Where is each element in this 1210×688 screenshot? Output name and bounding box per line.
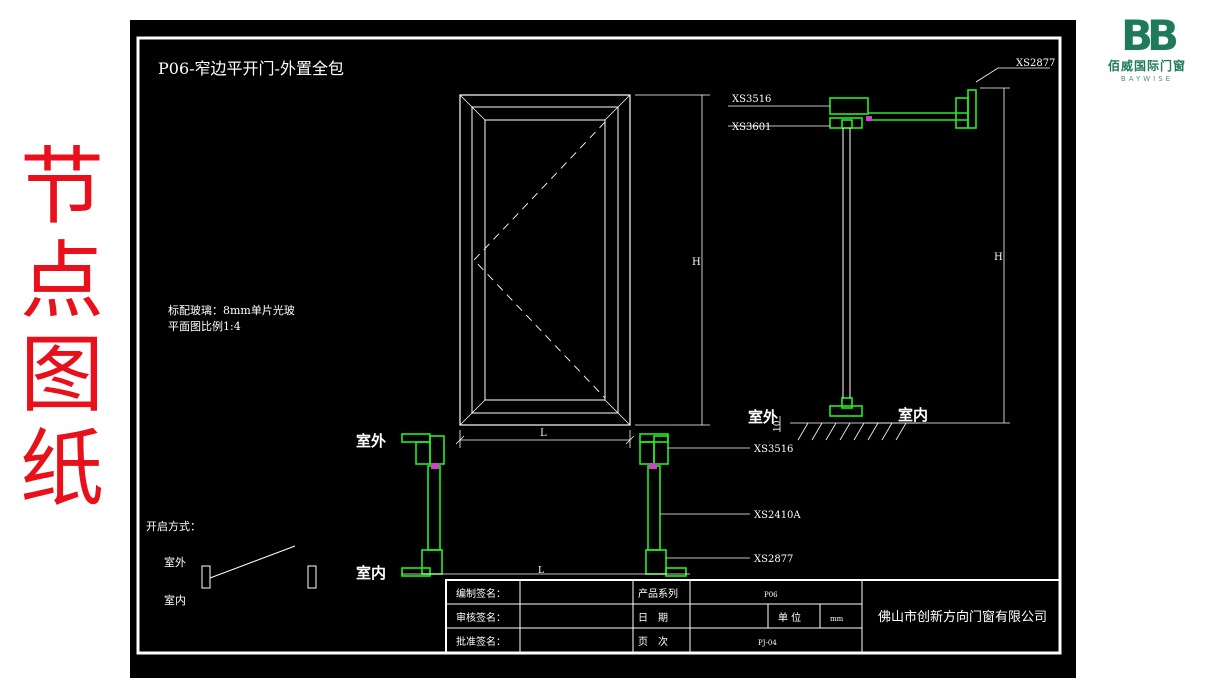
plan-label-xs2877: XS2877 (754, 554, 793, 565)
tb-series-value: P06 (764, 591, 778, 599)
plan-leaders (660, 447, 750, 559)
section-leaders (728, 67, 1050, 127)
tb-page-label: 页 次 (638, 635, 668, 648)
plan-inside-label: 室内 (356, 564, 386, 582)
side-title-char-3: 图 (19, 326, 104, 424)
side-title-char-1: 节 (19, 138, 104, 236)
note-glass: 标配玻璃：8mm单片光玻 (168, 303, 295, 317)
plan-gasket-right (649, 463, 657, 469)
section-height-label: H (994, 252, 1003, 263)
floor-hatch (779, 416, 920, 441)
tb-series-label: 产品系列 (638, 587, 678, 600)
height-dimension (635, 94, 710, 426)
tb-approved-label: 批准签名： (456, 635, 506, 648)
side-title: 节 点 图 纸 (12, 140, 112, 516)
logo-en-text: BAYWISE (1120, 75, 1174, 83)
cad-background (130, 20, 1076, 678)
tb-reviewed-label: 审核签名： (456, 611, 506, 624)
section-inside-label: 室内 (898, 406, 928, 424)
plan-label-xs2410a: XS2410A (754, 510, 801, 521)
side-title-char-4: 纸 (19, 420, 104, 518)
section-glass (842, 128, 851, 398)
plan-label-xs3516: XS3516 (754, 444, 793, 455)
height-label: H (692, 257, 701, 268)
tb-unit-label: 单 位 (778, 611, 801, 624)
tb-page-value: PJ-04 (758, 639, 777, 647)
door-elevation (459, 94, 631, 426)
opening-mode-symbol (201, 545, 317, 589)
section-label-xs2877: XS2877 (1016, 58, 1055, 69)
note-scale: 平面图比例1:4 (168, 319, 241, 333)
drawing-title: P06-窄边平开门-外置全包 (158, 59, 344, 78)
width-dimension (455, 430, 635, 448)
tb-company-name: 佛山市创新方向门窗有限公司 (878, 609, 1047, 625)
section-label-xs3516: XS3516 (732, 94, 771, 105)
title-block (445, 579, 1061, 654)
section-gasket (866, 116, 872, 121)
brand-logo: BB 佰威国际门窗 BAYWISE (1086, 14, 1208, 94)
logo-mark: BB (1120, 11, 1179, 60)
section-label-xs3601: XS3601 (732, 122, 771, 133)
floor-gap-label: 10 (773, 420, 783, 432)
opening-inside-label: 室内 (164, 593, 186, 607)
vertical-section (829, 89, 977, 417)
opening-direction-lines (473, 121, 606, 399)
tb-prepared-label: 编制签名： (456, 587, 506, 600)
plan-gasket-left (431, 463, 439, 469)
section-outside-label: 室外 (748, 408, 778, 426)
tb-date-label: 日 期 (638, 612, 668, 624)
opening-outside-label: 室外 (164, 555, 186, 569)
tb-unit-value: mm (830, 615, 844, 623)
plan-outside-label: 室外 (356, 432, 386, 450)
side-title-char-2: 点 (19, 232, 104, 330)
logo-cn-text: 佰威国际门窗 (1107, 59, 1186, 73)
opening-mode-label: 开启方式： (146, 519, 201, 533)
cad-drawing: P06-窄边平开门-外置全包 标配玻璃：8mm单片光玻 平面图比例1:4 L H (130, 20, 1076, 678)
width-label: L (540, 428, 547, 439)
plan-width-label: L (538, 566, 544, 576)
